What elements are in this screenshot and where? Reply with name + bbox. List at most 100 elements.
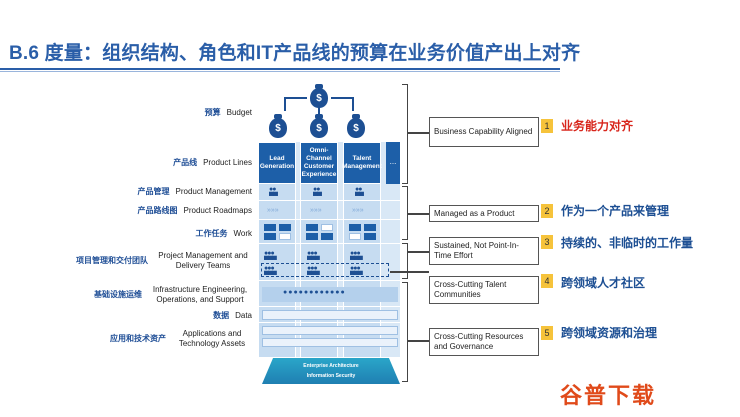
label-en: Infrastructure Engineering, Operations, … xyxy=(152,285,248,304)
work-block xyxy=(279,233,291,240)
people-icon: ●●▀▀ xyxy=(355,186,364,200)
principle-cn: 跨领域资源和治理 xyxy=(561,326,658,340)
work-block xyxy=(279,224,291,231)
bracket xyxy=(402,186,408,240)
label-en: Product Lines xyxy=(203,158,252,167)
connector-line xyxy=(390,271,429,273)
bracket xyxy=(402,282,408,382)
label-cn: 基础设施运维 xyxy=(94,290,142,299)
label-product-lines: 产品线 Product Lines xyxy=(0,157,252,169)
label-en: Applications and Technology Assets xyxy=(178,329,246,348)
roadmap-chevrons-icon: »»» xyxy=(352,207,364,214)
roadmap-chevrons-icon: »»» xyxy=(267,207,279,214)
arrow-line xyxy=(285,97,307,99)
label-cn: 预算 xyxy=(204,108,221,117)
principle-cn: 业务能力对齐 xyxy=(561,119,634,133)
connector-line xyxy=(408,132,429,134)
arrow-line xyxy=(352,97,354,111)
column-header: Omni-Channel Customer Experience xyxy=(300,142,338,184)
label-cn: 产品管理 xyxy=(137,187,170,196)
label-cn: 工作任务 xyxy=(195,229,228,238)
bracket xyxy=(402,84,408,184)
apps-bar xyxy=(262,326,398,335)
work-block xyxy=(349,224,361,231)
bracket xyxy=(402,243,408,279)
principle-cn: 作为一个产品来管理 xyxy=(561,204,670,218)
roadmap-chevrons-icon: »»» xyxy=(310,207,322,214)
work-block xyxy=(321,233,333,240)
principle-box: Cross-Cutting Resources and Governance xyxy=(429,328,539,356)
talent-community-dashed-box xyxy=(261,263,389,277)
team-people-icon: ●●●▀▀▀ xyxy=(307,250,320,264)
team-people-icon: ●●●▀▀▀ xyxy=(307,265,320,279)
title-underline-thin xyxy=(0,71,560,72)
row-divider xyxy=(258,306,400,307)
arrow-line xyxy=(331,97,353,99)
principle-number: 2 xyxy=(541,204,553,218)
work-block xyxy=(306,224,318,231)
row-divider xyxy=(258,243,400,244)
work-block xyxy=(364,224,376,231)
row-divider xyxy=(258,280,400,281)
label-row: 基础设施运维 Infrastructure Engineering, Operat… xyxy=(0,284,252,306)
principle-number: 3 xyxy=(541,235,553,249)
label-en: Product Management xyxy=(175,187,253,196)
principle-number: 4 xyxy=(541,274,553,288)
row-divider xyxy=(258,219,400,220)
people-icon: ●●▀▀ xyxy=(269,186,278,200)
label-en: Budget xyxy=(226,108,252,117)
label-cn: 应用和技术资产 xyxy=(110,334,166,343)
watermark: 谷普下载 xyxy=(560,384,657,409)
apps-bar xyxy=(262,338,398,347)
work-block xyxy=(349,233,361,240)
principle-box: Cross-Cutting Talent Communities xyxy=(429,276,539,304)
label-en: Data xyxy=(235,311,252,320)
label-row: 数据 Data xyxy=(0,310,252,322)
column-header-more: ... xyxy=(386,142,400,184)
label-cn: 产品路线图 xyxy=(137,206,178,215)
label-cn: 产品线 xyxy=(173,158,198,167)
label-row: 产品管理 Product Management xyxy=(0,186,253,198)
connector-line xyxy=(408,340,429,342)
principle-box: Sustained, Not Point-In-Time Effort xyxy=(429,237,539,265)
work-block xyxy=(264,224,276,231)
team-people-icon: ●●●▀▀▀ xyxy=(350,265,363,279)
label-row: 工作任务 Work xyxy=(0,228,252,240)
enterprise-architecture-base xyxy=(262,358,400,384)
label-cn: 项目管理和交付团队 xyxy=(76,256,148,265)
connector-line xyxy=(408,251,429,253)
base-label: Information Security xyxy=(306,373,356,379)
money-bag-icon: $ xyxy=(269,114,287,138)
principle-box: Managed as a Product xyxy=(429,205,539,222)
label-row: 应用和技术资产 Applications and Technology Asset… xyxy=(0,328,252,350)
column-header: Talent Management xyxy=(342,142,382,184)
principle-cn: 持续的、非临时的工作量 xyxy=(561,236,694,250)
people-icon: ●●▀▀ xyxy=(313,186,322,200)
money-bag-icon: $ xyxy=(310,114,328,138)
principle-box: Business Capability Aligned xyxy=(429,117,539,147)
arrow-line xyxy=(318,108,320,114)
label-en: Product Roadmaps xyxy=(183,206,252,215)
connector-line xyxy=(408,213,429,215)
label-en: Work xyxy=(233,229,252,238)
infrastructure-bar xyxy=(262,287,398,302)
principle-number: 5 xyxy=(541,326,553,340)
team-people-icon: ●●●▀▀▀ xyxy=(264,265,277,279)
money-bag-icon: $ xyxy=(310,84,328,108)
label-cn: 数据 xyxy=(213,311,230,320)
label-row: 产品路线图 Product Roadmaps xyxy=(0,205,252,217)
work-block xyxy=(306,233,318,240)
work-block xyxy=(321,224,333,231)
data-bar xyxy=(262,310,398,320)
page-title: B.6 度量：组织结构、角色和IT产品线的预算在业务价值产出上对齐 xyxy=(9,43,581,64)
base-label: Enterprise Architecture xyxy=(303,363,359,369)
arrow-line xyxy=(284,97,286,111)
principle-number: 1 xyxy=(541,119,553,133)
infra-people-icon: ●●●●●●●●●●●● xyxy=(283,289,346,296)
principle-cn: 跨领域人才社区 xyxy=(561,276,646,290)
row-divider xyxy=(258,200,400,201)
label-budget: 预算 Budget xyxy=(0,107,252,119)
work-block xyxy=(364,233,376,240)
money-bag-icon: $ xyxy=(347,114,365,138)
